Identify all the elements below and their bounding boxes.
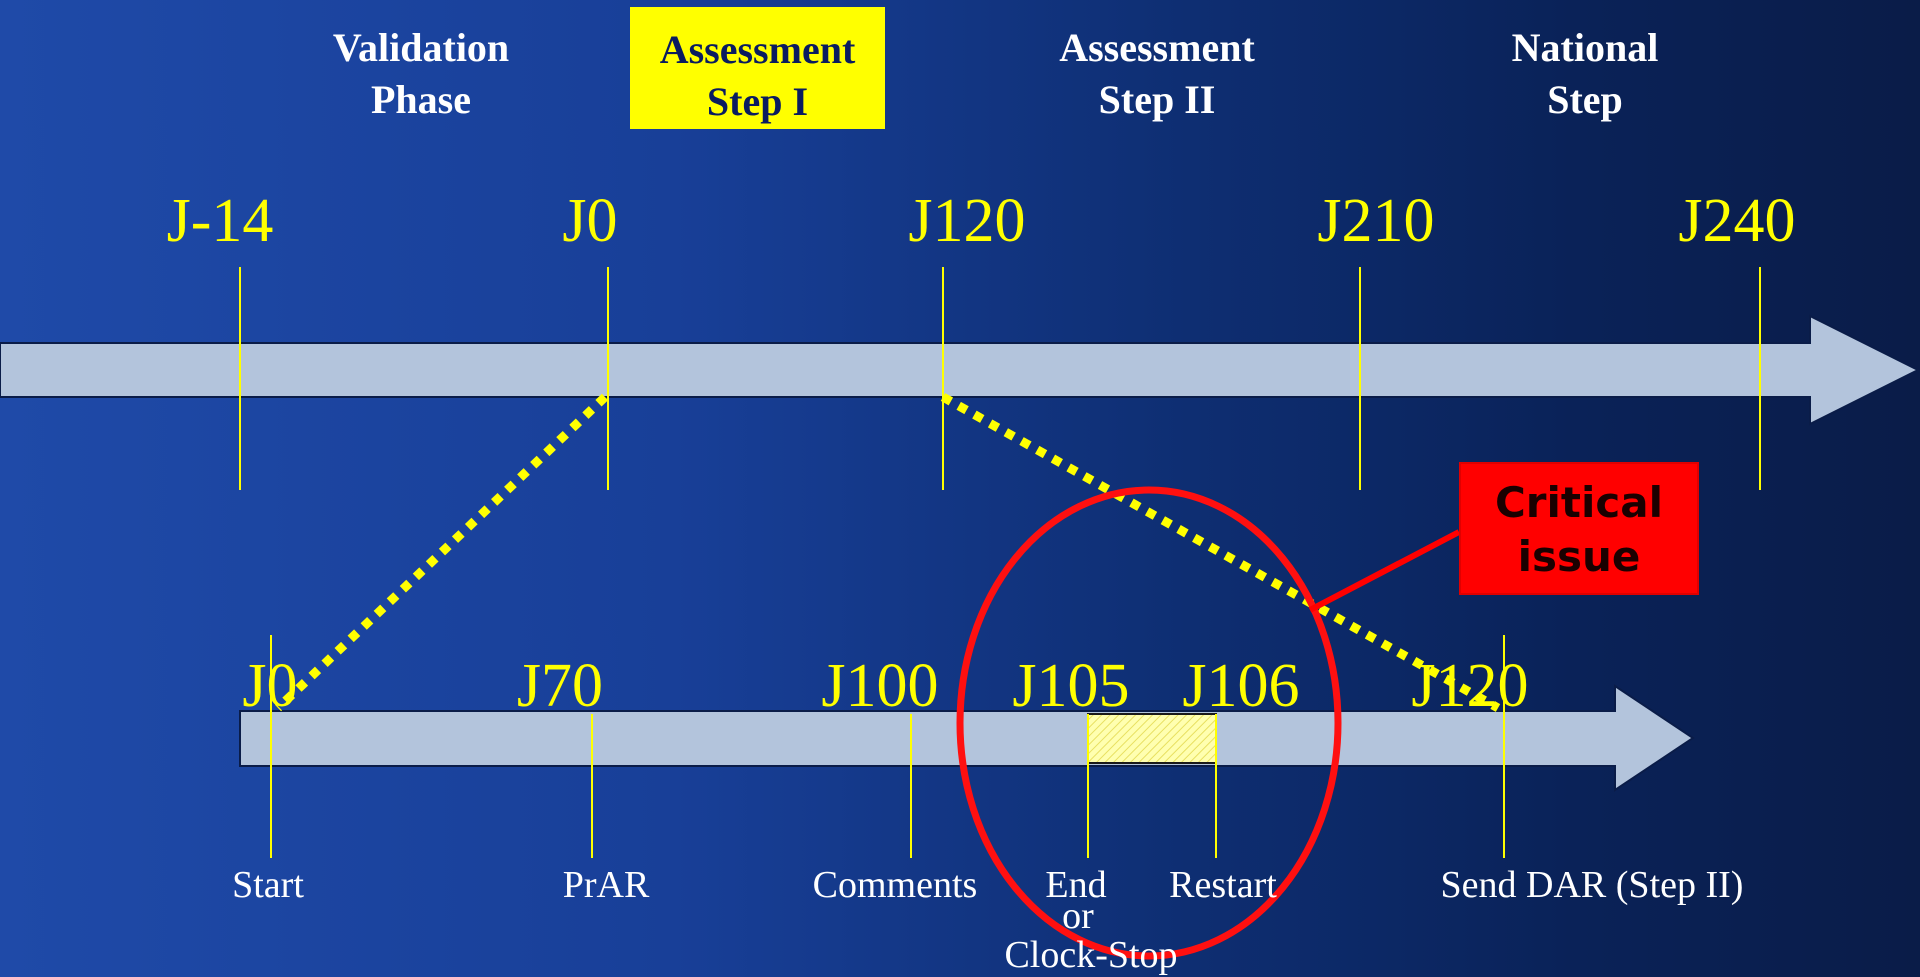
bottom-timeline-arrow [239, 684, 1695, 792]
milestone-send-dar: Send DAR (Step II) [1440, 864, 1744, 906]
top-label-j0: J0 [562, 187, 618, 255]
top-timeline-arrow [0, 314, 1920, 426]
phase-national-step: National Step [1435, 22, 1735, 126]
bottom-label-j105: J105 [1012, 652, 1130, 720]
bottom-label-j106: J106 [1182, 652, 1300, 720]
zoom-connector-left [274, 393, 609, 712]
phase-assessment-step-2: Assessment Step II [1007, 22, 1307, 126]
phase-validation-line2: Phase [371, 77, 471, 122]
top-label-j240: J240 [1678, 187, 1796, 255]
milestone-prar: PrAR [562, 864, 650, 906]
milestone-clock-stop: Clock-Stop [1004, 934, 1178, 976]
top-label-j-14: J-14 [166, 187, 274, 255]
phase-assessment-step-2-line2: Step II [1098, 77, 1216, 122]
milestone-restart: Restart [1169, 864, 1277, 906]
callout-line2: issue [1517, 532, 1641, 581]
bottom-label-j100: J100 [821, 652, 939, 720]
bottom-label-j120: J120 [1411, 652, 1529, 720]
phase-national-step-line2: Step [1547, 77, 1623, 122]
bottom-label-j70: J70 [516, 652, 604, 720]
milestone-or: or [1062, 895, 1094, 937]
zoom-connector-right [940, 393, 1501, 712]
phase-national-step-line1: National [1511, 25, 1659, 70]
callout-pointer [1308, 529, 1461, 613]
phase-assessment-step-1: Assessment Step I [630, 7, 885, 129]
phase-validation: Validation Phase [271, 22, 571, 126]
callout-line1: Critical [1494, 478, 1664, 527]
milestone-end: End [1045, 864, 1107, 906]
milestone-start: Start [232, 864, 304, 906]
clock-stop-period [1087, 713, 1217, 764]
phase-assessment-step-1-line1: Assessment [659, 27, 856, 72]
milestone-comments: Comments [812, 864, 978, 906]
bottom-label-j0: J0 [242, 652, 298, 720]
critical-issue-ellipse [956, 486, 1342, 960]
top-label-j120: J120 [908, 187, 1026, 255]
top-label-j210: J210 [1317, 187, 1435, 255]
phase-validation-line1: Validation [332, 25, 510, 70]
phase-assessment-step-2-line1: Assessment [1059, 25, 1255, 70]
phase-assessment-step-1-line2: Step I [706, 79, 809, 124]
critical-issue-callout: Critical issue [1459, 462, 1699, 595]
